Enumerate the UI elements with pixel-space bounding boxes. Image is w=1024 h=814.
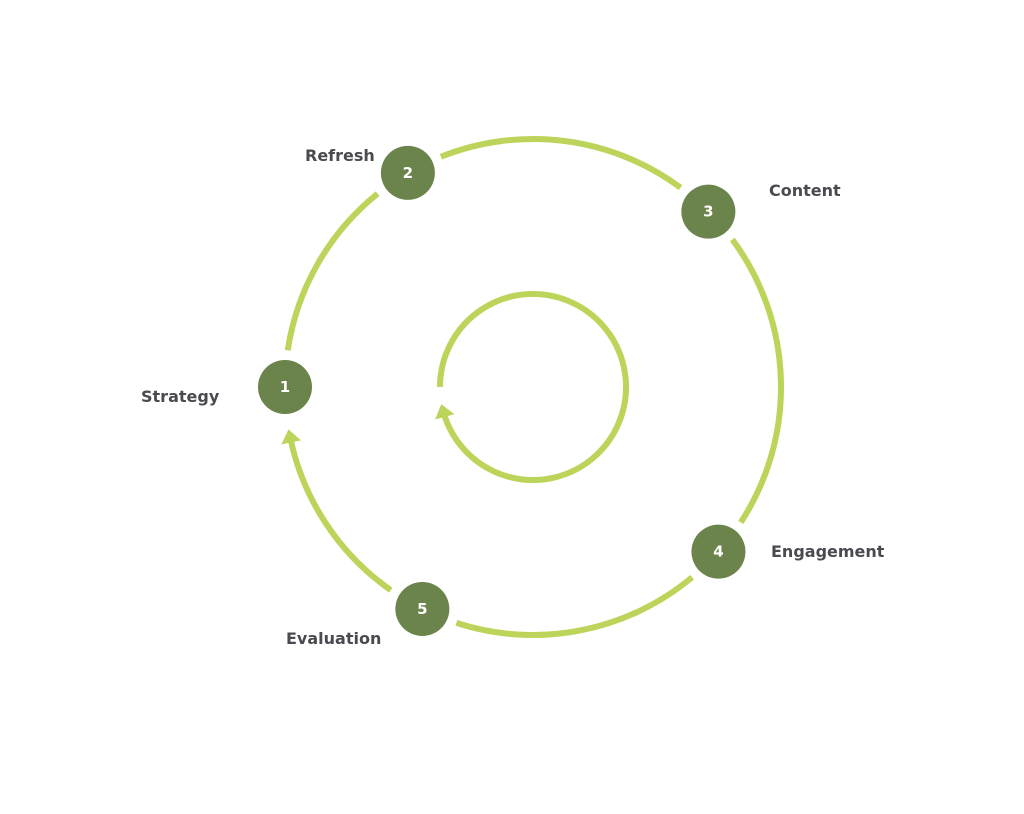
step-node-4 [691,524,746,579]
step-label-engagement: Engagement [771,542,885,561]
step-label-refresh: Refresh [305,146,375,165]
step-node-5 [395,581,450,636]
step-node-3 [681,184,736,239]
step-number-4: 4 [713,543,723,561]
step-label-evaluation: Evaluation [286,629,382,648]
inner-arrowhead-icon [435,404,455,420]
arrowhead-icon [281,429,301,445]
cycle-arc-2-to-3 [439,136,683,191]
cycle-arc-4-to-5 [455,574,695,638]
step-number-2: 2 [403,164,413,182]
step-number-3: 3 [703,203,713,221]
step-node-2 [380,145,435,200]
inner-loop-arc [437,291,629,483]
step-label-strategy: Strategy [141,387,220,406]
cycle-arc-1-to-2 [284,191,380,351]
cycle-arc-3-to-4 [729,237,784,525]
cycle-arc-5-to-1 [287,435,393,593]
step-number-1: 1 [280,378,290,396]
step-label-content: Content [769,181,841,200]
step-number-5: 5 [417,600,427,618]
step-node-1 [258,360,312,414]
